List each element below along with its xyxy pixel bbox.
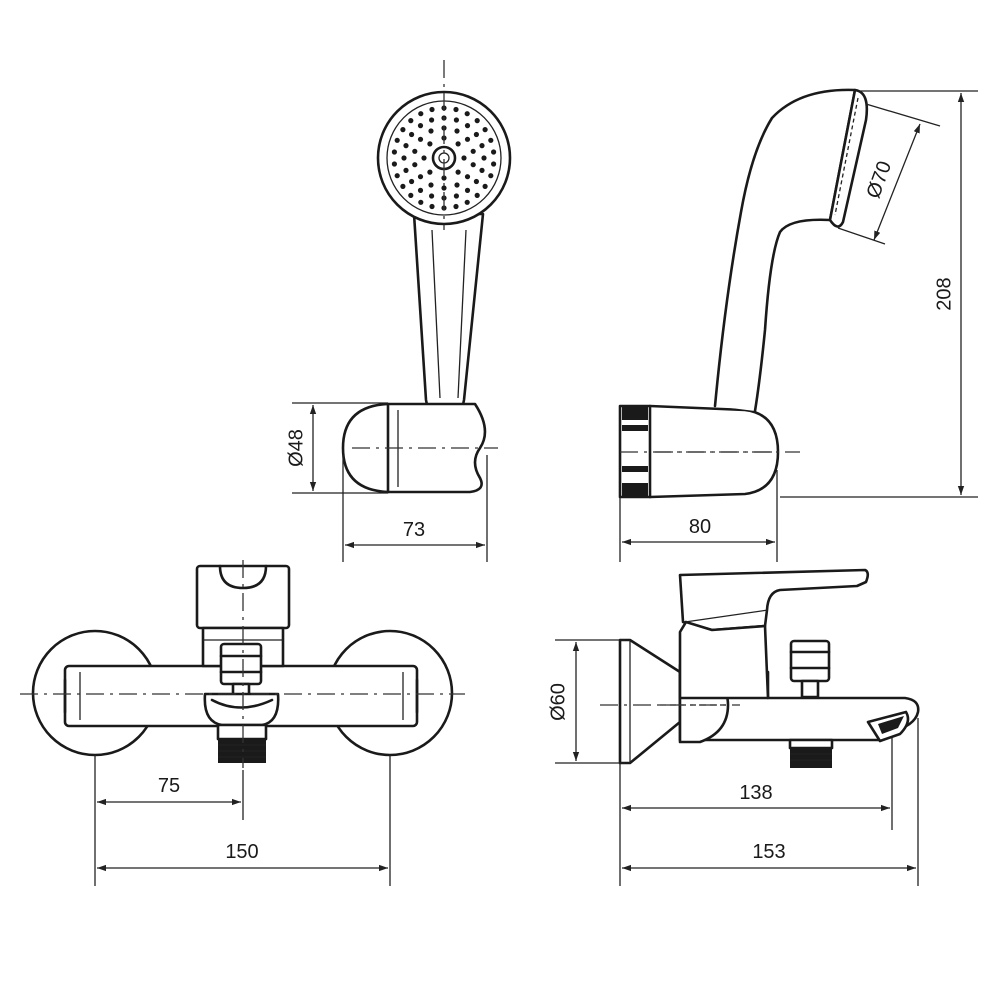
spray-hole [412, 148, 418, 154]
spray-holes [391, 105, 497, 211]
spray-hole [408, 192, 414, 198]
dim-spout-reach: 138 [619, 738, 893, 886]
spray-hole [488, 137, 494, 143]
spray-hole [474, 118, 480, 124]
hand-shower-front-view [341, 60, 512, 494]
spray-hole [464, 111, 470, 117]
spray-hole [464, 174, 471, 180]
dim-holder-width: 73 [342, 455, 488, 562]
spray-hole [470, 148, 476, 154]
spray-hole [479, 143, 485, 149]
spray-hole [418, 111, 424, 117]
spray-hole [482, 183, 488, 189]
spray-hole [453, 193, 459, 199]
spray-hole [470, 162, 476, 168]
spray-hole [453, 106, 459, 113]
dim-label-total-height: 208 [933, 277, 955, 310]
spray-hole [454, 128, 460, 134]
spray-hole [417, 187, 424, 193]
spray-hole [453, 203, 459, 210]
dim-label-flange-diameter: Ø60 [547, 683, 569, 721]
spray-hole [429, 117, 435, 123]
spray-hole [491, 161, 497, 167]
spray-hole [427, 141, 433, 147]
dim-label-holder-diameter: Ø48 [285, 429, 307, 467]
spray-hole [409, 131, 415, 138]
dim-label-holder-width: 73 [403, 519, 425, 541]
spray-hole [441, 175, 447, 181]
spray-hole [473, 178, 479, 185]
spray-hole [400, 127, 406, 133]
spray-hole [428, 128, 434, 134]
dim-label-center-spacing: 75 [158, 775, 180, 797]
spray-hole [403, 143, 409, 149]
dim-holder-depth: 80 [619, 470, 778, 562]
spray-hole [482, 127, 488, 133]
spray-hole [464, 136, 471, 142]
dim-label-total-width: 150 [225, 841, 258, 863]
dim-label-head-diameter: Ø70 [863, 158, 897, 201]
spray-hole [391, 161, 397, 167]
spray-hole [461, 155, 467, 161]
spray-hole [400, 183, 406, 189]
spray-hole [417, 136, 424, 142]
spray-hole [464, 187, 471, 193]
mixer-side-view [600, 568, 920, 768]
spray-hole [412, 162, 418, 168]
spray-hole [474, 192, 480, 198]
spray-hole [481, 155, 487, 161]
dim-total-width: 150 [94, 755, 391, 886]
dim-label-holder-depth: 80 [689, 516, 711, 538]
spray-hole [464, 123, 471, 129]
dim-total-height: 208 [780, 90, 978, 498]
spray-hole [455, 169, 461, 175]
spray-hole [491, 149, 497, 155]
spray-hole [441, 185, 447, 191]
dim-label-total-depth: 153 [752, 841, 785, 863]
spray-hole [473, 131, 479, 138]
side-nozzle-row [834, 97, 859, 216]
hand-shower-side-view [618, 88, 869, 499]
spray-hole [391, 149, 397, 155]
spray-hole [403, 167, 409, 173]
spray-hole [464, 199, 470, 205]
spray-hole [455, 141, 461, 147]
spray-hole [453, 117, 459, 123]
spray-hole [488, 173, 494, 179]
dim-holder-diameter: Ø48 [285, 402, 388, 494]
spray-hole [394, 137, 400, 143]
spray-hole [409, 178, 415, 185]
spray-hole [417, 174, 424, 180]
mixer-front-view [20, 560, 465, 768]
spray-hole [417, 123, 424, 129]
spray-hole [421, 155, 427, 161]
spray-hole [418, 199, 424, 205]
dim-center-spacing: 75 [94, 755, 244, 820]
spray-hole [429, 193, 435, 199]
spray-hole [479, 167, 485, 173]
spray-hole [428, 182, 434, 188]
dim-total-depth: 153 [622, 718, 919, 886]
spray-hole [401, 155, 407, 161]
spray-hole [454, 182, 460, 188]
dim-label-spout-reach: 138 [739, 782, 772, 804]
spray-hole [427, 169, 433, 175]
spray-hole [429, 203, 435, 210]
spray-hole [408, 118, 414, 124]
dim-flange-diameter: Ø60 [547, 639, 625, 764]
spray-hole [429, 106, 435, 113]
spray-hole [394, 173, 400, 179]
